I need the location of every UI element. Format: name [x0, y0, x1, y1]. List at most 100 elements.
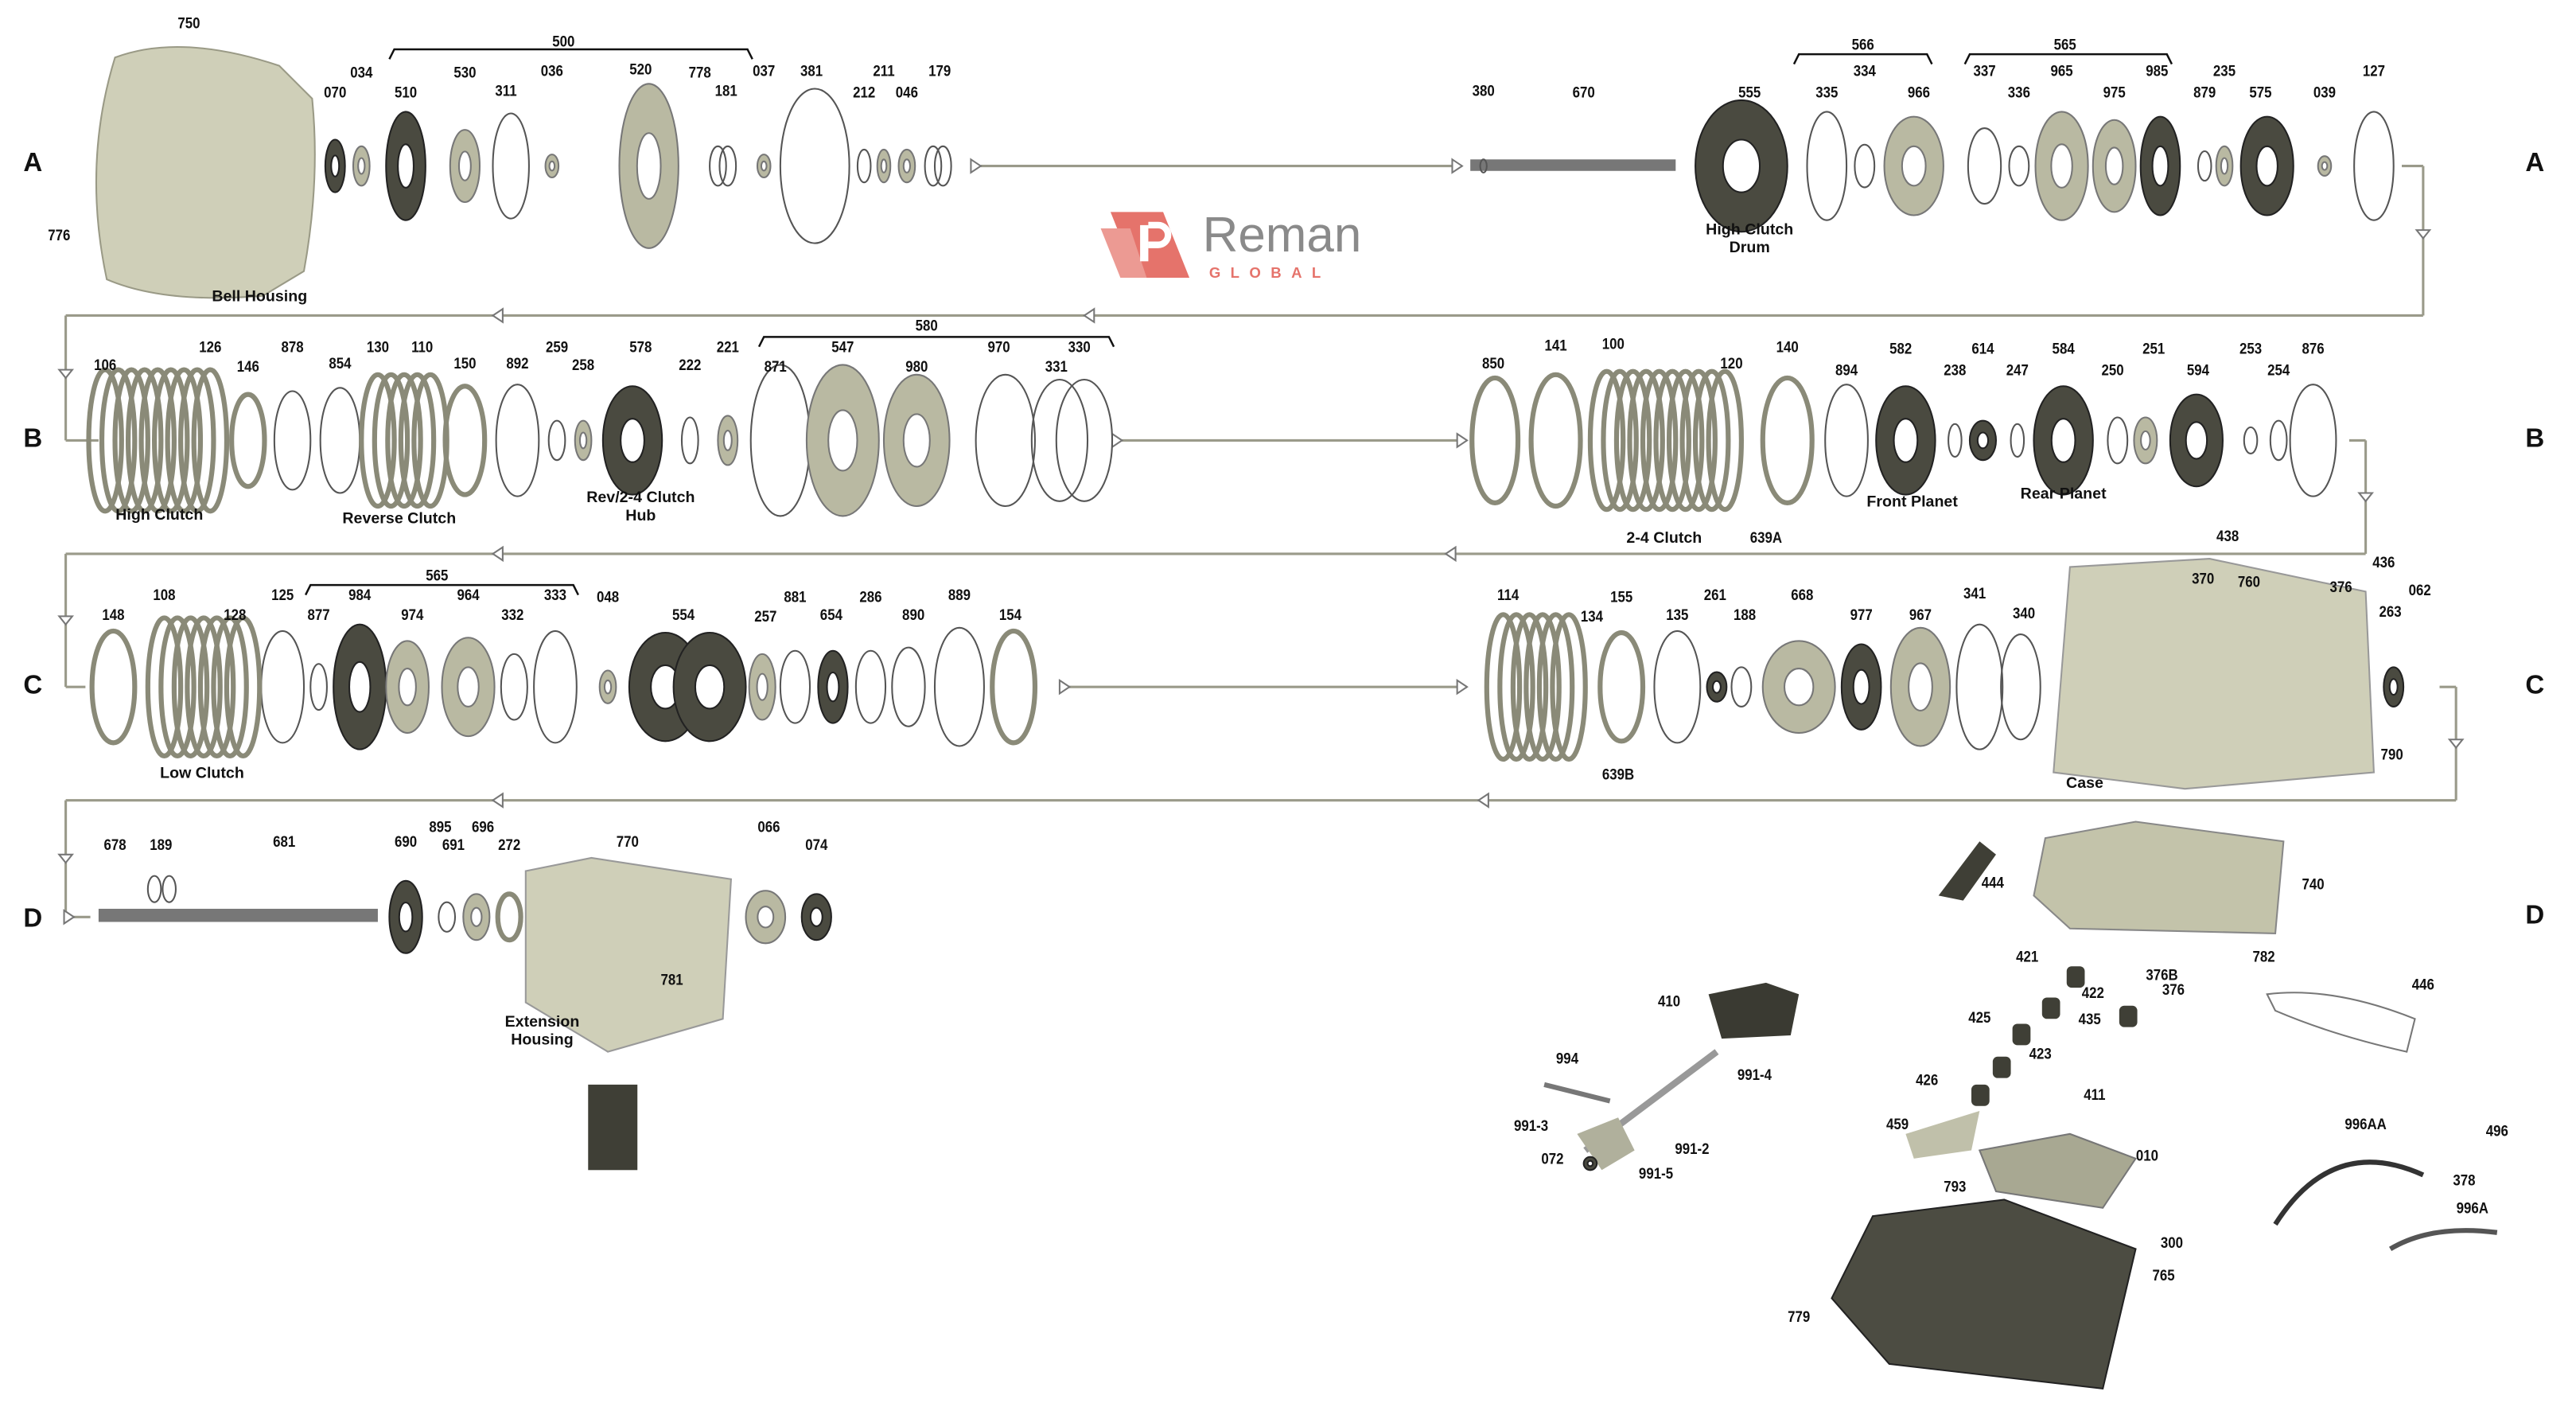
- part-number-label: 146: [236, 358, 259, 377]
- clutch-plate: [1692, 368, 1731, 513]
- case-760: [2053, 558, 2376, 790]
- sensor-410: [1708, 982, 1800, 1039]
- part-number-label: 034: [350, 64, 373, 83]
- reman-global-logo: Reman GLOBAL: [1097, 205, 1409, 284]
- bracket-565: [1963, 53, 2173, 65]
- part-number-label: 436: [2372, 554, 2395, 573]
- part-number-label: 994: [1555, 1050, 1579, 1069]
- clutch-plate: [1666, 368, 1705, 513]
- part-number-label: 108: [153, 587, 176, 606]
- part-number-label: 259: [545, 338, 569, 357]
- part-number-label: 554: [671, 606, 695, 626]
- section-letter: D: [23, 905, 43, 933]
- part-bore: [1711, 680, 1722, 694]
- part: [1948, 423, 1963, 458]
- part-number-label: 566: [1851, 36, 1874, 55]
- clutch-plate: [158, 615, 197, 758]
- part-bore: [902, 413, 931, 468]
- flow-arrow-icon: [1058, 678, 1072, 696]
- flow-arrow-icon: [491, 792, 504, 809]
- plate-991-3: [1577, 1117, 1635, 1171]
- part: [442, 384, 488, 497]
- clutch-plate: [86, 367, 124, 514]
- part-bore: [756, 672, 769, 701]
- clutch-plate: [211, 615, 249, 758]
- part-bore: [620, 418, 645, 463]
- clutch-plate: [1497, 612, 1535, 762]
- part-number-label: 247: [2006, 361, 2029, 380]
- part-number-label: 337: [1973, 62, 1996, 81]
- pan-765: [1831, 1198, 2137, 1390]
- part-number-label: 681: [273, 833, 296, 852]
- part-number-label: 776: [48, 227, 71, 246]
- part: [495, 384, 540, 497]
- part-number-label: 335: [1815, 84, 1839, 103]
- part-number-label: 250: [2101, 361, 2124, 380]
- part: [891, 646, 926, 727]
- part: [1854, 143, 1876, 189]
- part: [933, 626, 985, 747]
- part-number-label: 639A: [1749, 529, 1783, 548]
- part-number-label: 378: [2453, 1171, 2476, 1191]
- part-number-label: 037: [753, 62, 776, 81]
- part: [1479, 158, 1488, 173]
- bell-housing: [95, 46, 316, 299]
- part: [1806, 111, 1848, 221]
- clutch-plate: [1550, 612, 1588, 762]
- solenoid: [2066, 966, 2085, 988]
- flow-arrow-icon: [1451, 158, 1464, 174]
- caption-low-clutch: Low Clutch: [160, 764, 244, 783]
- bracket-500: [388, 48, 753, 60]
- part: [2000, 633, 2041, 741]
- clutch-plate: [178, 367, 216, 514]
- part-number-label: 435: [2078, 1011, 2101, 1030]
- part-bore: [902, 158, 912, 173]
- part-bore: [2050, 143, 2073, 189]
- filter-010: [1978, 1132, 2138, 1209]
- part-number-label: 039: [2313, 84, 2337, 103]
- part: [924, 145, 943, 187]
- part-number-label: 135: [1666, 606, 1689, 626]
- part-number-label: 584: [2052, 340, 2075, 359]
- part-number-label: 410: [1657, 992, 1681, 1011]
- part-number-label: 238: [1944, 361, 1967, 380]
- part-number-label: 148: [102, 606, 125, 626]
- part: [2269, 419, 2288, 462]
- part-number-label: 678: [103, 836, 126, 856]
- part: [1653, 629, 1702, 744]
- part-number-label: 877: [307, 606, 330, 626]
- flow-arrow-icon: [63, 909, 76, 926]
- part-bore: [2104, 146, 2124, 185]
- part-number-label: 668: [1791, 587, 1814, 606]
- part-bore: [578, 431, 588, 450]
- shaft-994: [1543, 1082, 1611, 1104]
- part-number-label: 793: [1944, 1179, 1967, 1197]
- part: [229, 392, 267, 489]
- part-number-label: 340: [2012, 605, 2036, 624]
- part-number-label: 125: [271, 587, 294, 606]
- part-bore: [398, 902, 414, 933]
- part-number-label: 985: [2146, 62, 2169, 81]
- clutch-plate: [152, 367, 190, 514]
- part-number-label: 425: [1968, 1009, 1991, 1028]
- clutch-plate: [359, 372, 397, 509]
- clutch-plate: [185, 615, 223, 758]
- gasket-459: [1905, 1110, 1980, 1159]
- part-bore: [722, 429, 733, 451]
- section-letter: C: [23, 672, 43, 700]
- part-number-label: 331: [1045, 358, 1068, 377]
- part: [709, 145, 727, 187]
- flow-arrow-icon: [57, 853, 75, 864]
- solenoid: [1971, 1084, 1990, 1106]
- part-bore: [1783, 668, 1815, 707]
- part-number-label: 980: [905, 358, 928, 377]
- part-number-label: 459: [1885, 1116, 1909, 1135]
- part-number-label: 975: [2103, 84, 2126, 103]
- part-number-label: 779: [1788, 1308, 1811, 1327]
- part-bore: [603, 679, 613, 695]
- part-number-label: 150: [453, 355, 477, 374]
- part-number-label: 991-4: [1737, 1066, 1772, 1085]
- part-number-label: 740: [2302, 876, 2325, 894]
- part-bore: [1722, 138, 1761, 193]
- clutch-plate: [145, 615, 184, 758]
